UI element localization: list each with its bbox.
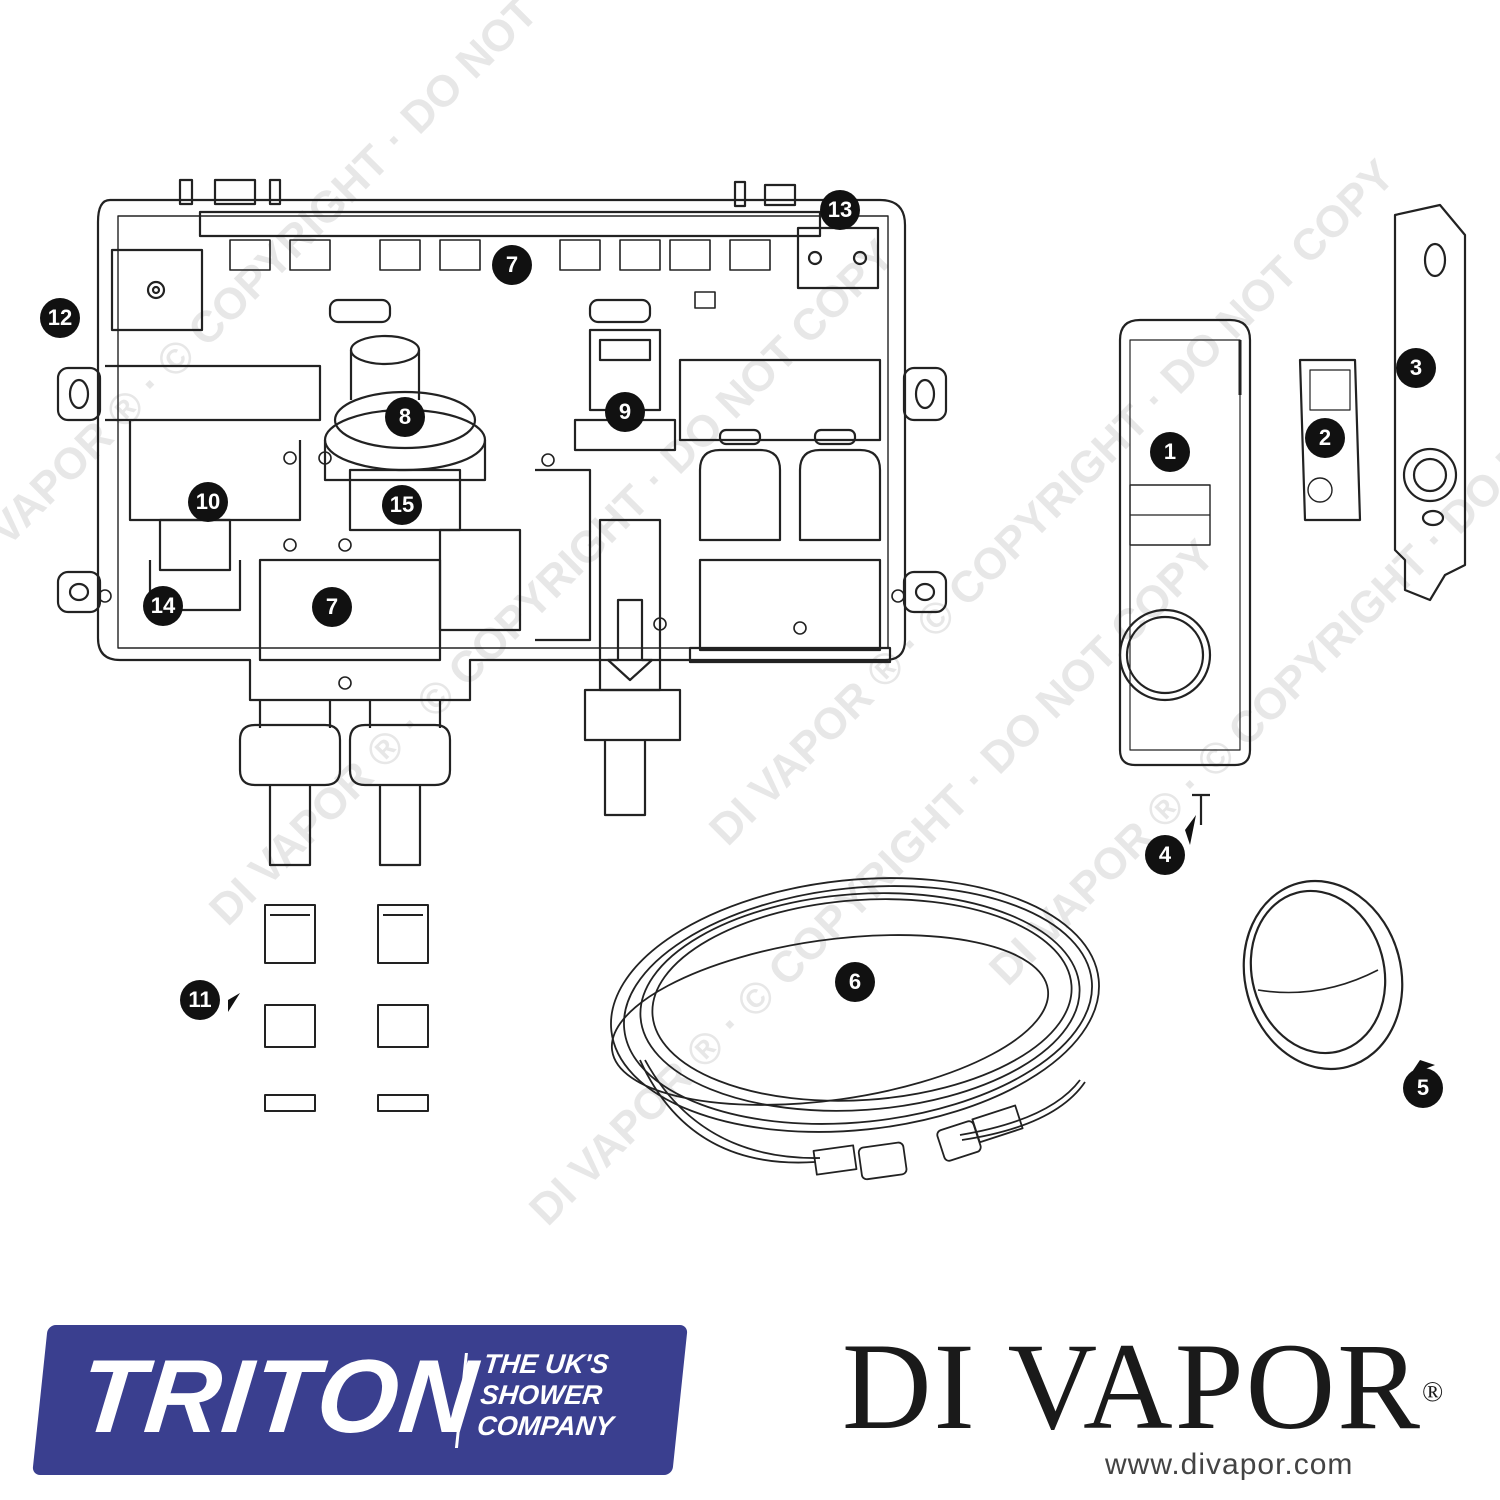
callout-7a: 7	[492, 245, 532, 285]
callout-11: 11	[180, 980, 220, 1020]
remote-controller	[1118, 318, 1252, 767]
callout-1: 1	[1150, 432, 1190, 472]
callout-10: 10	[188, 482, 228, 522]
callout-7b: 7	[312, 587, 352, 627]
registered-mark: ®	[1421, 1377, 1446, 1408]
callout-14: 14	[143, 586, 183, 626]
callout-9: 9	[605, 392, 645, 432]
divapor-logo: DI VAPOR®	[842, 1325, 1445, 1449]
callout-15: 15	[382, 485, 422, 525]
callout-2: 2	[1305, 418, 1345, 458]
callout-8: 8	[385, 397, 425, 437]
callout-6: 6	[835, 962, 875, 1002]
triton-tagline: THE UK'S SHOWER COMPANY	[475, 1349, 615, 1441]
divapor-url: www.divapor.com	[1105, 1448, 1354, 1481]
data-cable	[610, 877, 1100, 1181]
callout-3: 3	[1396, 348, 1436, 388]
round-remote	[1242, 879, 1404, 1071]
screw	[1192, 793, 1210, 825]
triton-logo: TRITON THE UK'S SHOWER COMPANY	[32, 1325, 688, 1475]
wall-bracket	[1393, 203, 1467, 602]
callout-4: 4	[1145, 835, 1185, 875]
inlet-fittings	[264, 904, 429, 1112]
callout-12: 12	[40, 298, 80, 338]
divapor-wordmark: DI VAPOR	[842, 1318, 1422, 1455]
callout-5: 5	[1403, 1068, 1443, 1108]
callout-13: 13	[820, 190, 860, 230]
triton-wordmark: TRITON	[74, 1339, 484, 1455]
control-board	[1298, 358, 1362, 522]
